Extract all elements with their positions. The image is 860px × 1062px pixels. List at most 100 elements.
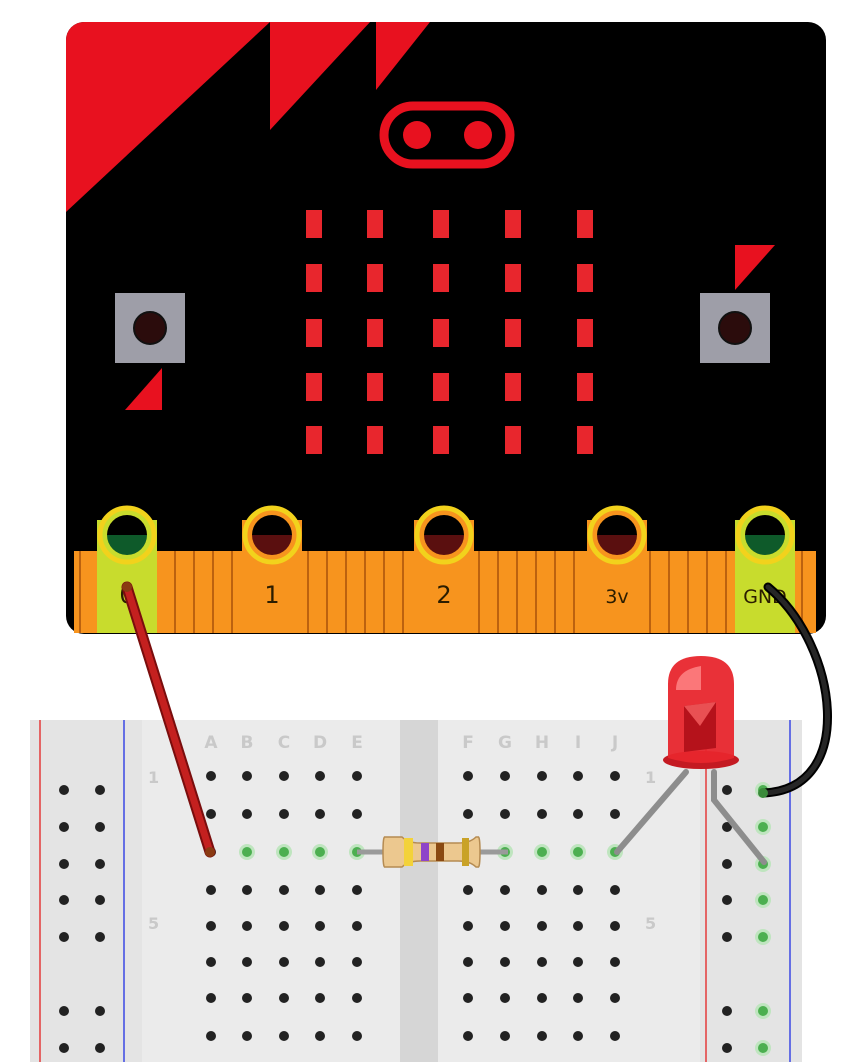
breadboard-hole[interactable] — [573, 847, 583, 857]
breadboard-hole[interactable] — [206, 809, 216, 819]
breadboard-hole[interactable] — [500, 957, 510, 967]
breadboard-hole[interactable] — [537, 1031, 547, 1041]
breadboard-hole[interactable] — [242, 921, 252, 931]
breadboard-hole[interactable] — [610, 885, 620, 895]
breadboard-hole[interactable] — [315, 1031, 325, 1041]
breadboard-hole[interactable] — [758, 932, 768, 942]
breadboard-hole[interactable] — [500, 771, 510, 781]
breadboard-hole[interactable] — [352, 771, 362, 781]
button-b[interactable] — [700, 293, 770, 363]
breadboard-hole[interactable] — [758, 895, 768, 905]
breadboard-hole[interactable] — [537, 993, 547, 1003]
breadboard-hole[interactable] — [610, 809, 620, 819]
breadboard-hole[interactable] — [279, 921, 289, 931]
pin-gnd[interactable]: GND — [735, 505, 795, 633]
breadboard-hole[interactable] — [95, 1006, 105, 1016]
breadboard-hole[interactable] — [500, 885, 510, 895]
breadboard-hole[interactable] — [352, 921, 362, 931]
breadboard-hole[interactable] — [242, 993, 252, 1003]
breadboard-hole[interactable] — [95, 895, 105, 905]
breadboard-hole[interactable] — [722, 1006, 732, 1016]
breadboard-hole[interactable] — [279, 957, 289, 967]
breadboard-hole[interactable] — [500, 993, 510, 1003]
breadboard-hole[interactable] — [315, 993, 325, 1003]
breadboard-hole[interactable] — [573, 921, 583, 931]
breadboard-hole[interactable] — [758, 1043, 768, 1053]
breadboard-hole[interactable] — [537, 885, 547, 895]
breadboard-hole[interactable] — [242, 957, 252, 967]
pin-1[interactable]: 1 — [242, 505, 302, 633]
breadboard-hole[interactable] — [95, 1043, 105, 1053]
breadboard-hole[interactable] — [722, 1043, 732, 1053]
breadboard-hole[interactable] — [573, 885, 583, 895]
breadboard-hole[interactable] — [352, 1031, 362, 1041]
breadboard-hole[interactable] — [315, 771, 325, 781]
breadboard-hole[interactable] — [573, 1031, 583, 1041]
breadboard-hole[interactable] — [722, 895, 732, 905]
breadboard-hole[interactable] — [95, 859, 105, 869]
breadboard-hole[interactable] — [279, 1031, 289, 1041]
breadboard-hole[interactable] — [315, 921, 325, 931]
breadboard-hole[interactable] — [722, 822, 732, 832]
breadboard-hole[interactable] — [206, 885, 216, 895]
breadboard-hole[interactable] — [315, 885, 325, 895]
pin-0[interactable]: 0 — [97, 505, 157, 633]
breadboard-hole[interactable] — [610, 771, 620, 781]
breadboard-hole[interactable] — [95, 785, 105, 795]
breadboard-hole[interactable] — [352, 885, 362, 895]
breadboard-hole[interactable] — [758, 822, 768, 832]
breadboard-hole[interactable] — [206, 1031, 216, 1041]
breadboard-hole[interactable] — [573, 993, 583, 1003]
breadboard-hole[interactable] — [500, 1031, 510, 1041]
breadboard-hole[interactable] — [537, 771, 547, 781]
breadboard-hole[interactable] — [279, 847, 289, 857]
breadboard-hole[interactable] — [242, 1031, 252, 1041]
button-a[interactable] — [115, 293, 185, 363]
breadboard-hole[interactable] — [537, 847, 547, 857]
breadboard-hole[interactable] — [500, 809, 510, 819]
breadboard-hole[interactable] — [242, 847, 252, 857]
breadboard-hole[interactable] — [722, 785, 732, 795]
breadboard-hole[interactable] — [59, 859, 69, 869]
breadboard-hole[interactable] — [610, 993, 620, 1003]
breadboard-hole[interactable] — [463, 809, 473, 819]
breadboard-hole[interactable] — [463, 1031, 473, 1041]
breadboard-hole[interactable] — [279, 771, 289, 781]
breadboard-hole[interactable] — [352, 993, 362, 1003]
pin-3v[interactable]: 3v — [587, 505, 647, 633]
breadboard-hole[interactable] — [206, 993, 216, 1003]
breadboard-hole[interactable] — [758, 1006, 768, 1016]
breadboard-hole[interactable] — [722, 932, 732, 942]
breadboard-hole[interactable] — [573, 771, 583, 781]
breadboard-hole[interactable] — [95, 932, 105, 942]
breadboard-hole[interactable] — [206, 771, 216, 781]
breadboard-hole[interactable] — [500, 921, 510, 931]
breadboard-hole[interactable] — [315, 847, 325, 857]
breadboard-hole[interactable] — [463, 921, 473, 931]
breadboard-hole[interactable] — [206, 957, 216, 967]
breadboard-hole[interactable] — [463, 957, 473, 967]
pin-2[interactable]: 2 — [414, 505, 474, 633]
breadboard-hole[interactable] — [463, 993, 473, 1003]
breadboard-hole[interactable] — [537, 957, 547, 967]
breadboard-hole[interactable] — [537, 921, 547, 931]
breadboard-hole[interactable] — [722, 859, 732, 869]
breadboard-hole[interactable] — [279, 993, 289, 1003]
breadboard-hole[interactable] — [537, 809, 547, 819]
breadboard-hole[interactable] — [610, 1031, 620, 1041]
breadboard-hole[interactable] — [59, 822, 69, 832]
breadboard-hole[interactable] — [352, 957, 362, 967]
breadboard-hole[interactable] — [59, 895, 69, 905]
breadboard-hole[interactable] — [463, 771, 473, 781]
breadboard-hole[interactable] — [573, 957, 583, 967]
breadboard-hole[interactable] — [242, 885, 252, 895]
breadboard-hole[interactable] — [573, 809, 583, 819]
breadboard-hole[interactable] — [279, 885, 289, 895]
breadboard-hole[interactable] — [59, 932, 69, 942]
breadboard-hole[interactable] — [242, 809, 252, 819]
breadboard-hole[interactable] — [95, 822, 105, 832]
breadboard-hole[interactable] — [463, 885, 473, 895]
breadboard-hole[interactable] — [59, 785, 69, 795]
breadboard-hole[interactable] — [610, 921, 620, 931]
breadboard-hole[interactable] — [315, 957, 325, 967]
